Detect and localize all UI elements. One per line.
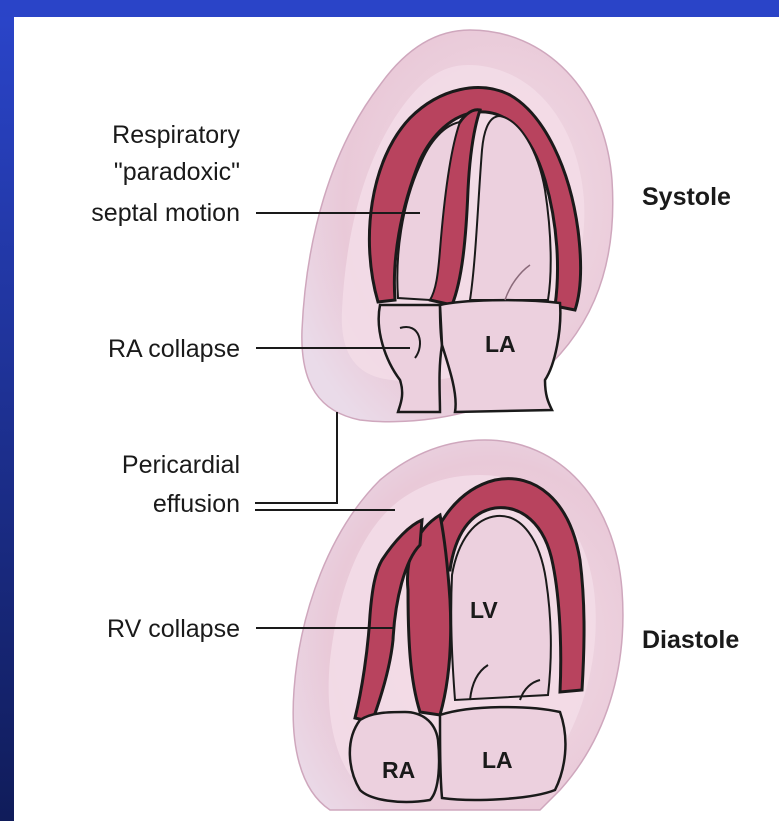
systole-heart: LA xyxy=(302,30,613,422)
septal-motion-label-line1: Respiratory xyxy=(112,121,240,149)
septal-motion-label-line3: septal motion xyxy=(91,199,240,227)
ra-collapse-label: RA collapse xyxy=(108,335,240,363)
septal-motion-label-line2: "paradoxic" xyxy=(114,158,240,186)
bottom-la-label: LA xyxy=(482,747,513,773)
pericardial-effusion-label-line2: effusion xyxy=(153,490,240,518)
diastole-heart: LV RA LA xyxy=(293,440,623,810)
bottom-lv-label: LV xyxy=(470,597,498,623)
top-la-label: LA xyxy=(485,331,516,357)
bottom-ra-label: RA xyxy=(382,757,415,783)
rv-collapse-label: RV collapse xyxy=(107,615,240,643)
pericardial-effusion-label-line1: Pericardial xyxy=(122,451,240,479)
systole-label: Systole xyxy=(642,183,731,211)
diastole-label: Diastole xyxy=(642,626,739,654)
